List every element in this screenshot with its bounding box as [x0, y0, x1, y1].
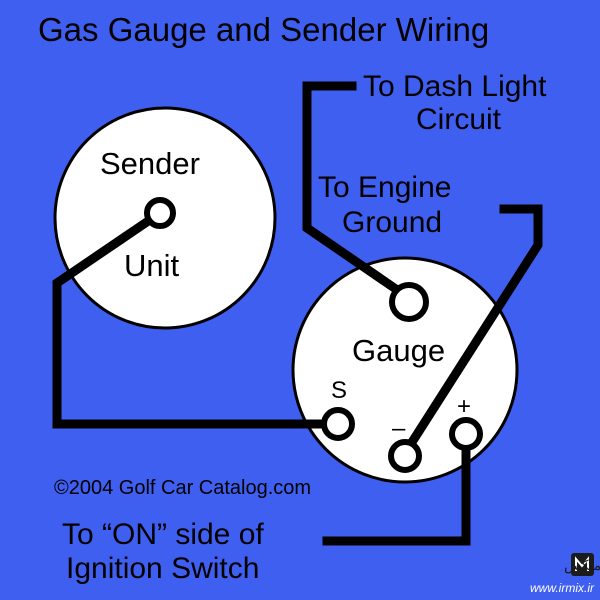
- gauge-terminal-minus: [388, 439, 422, 473]
- watermark: ای ار میکس www.irmix.ir: [530, 553, 600, 595]
- wire-dash-light: [302, 81, 413, 303]
- sender-label-line2: Unit: [124, 248, 180, 283]
- terminal-s-label: S: [331, 377, 347, 404]
- ignition-label-line1: To “ON” side of: [62, 518, 264, 551]
- watermark-url: www.irmix.ir: [530, 581, 595, 595]
- engine-ground-label-line1: To Engine: [318, 171, 451, 204]
- watermark-text: ای ار میکس: [564, 557, 600, 574]
- diagram-title: Gas Gauge and Sender Wiring: [38, 11, 489, 48]
- irmix-logo-glyph: [575, 556, 589, 571]
- gauge-terminal-plus: [449, 417, 483, 451]
- dash-light-label-line2: Circuit: [416, 103, 502, 136]
- terminal-minus-label: –: [392, 415, 406, 442]
- wire-sender-to-s: [52, 206, 343, 429]
- engine-ground-label-line2: Ground: [342, 206, 442, 239]
- copyright-notice: ©2004 Golf Car Catalog.com: [54, 477, 311, 499]
- gauge-terminal-dash: [389, 282, 429, 322]
- gauge-label: Gauge: [352, 333, 445, 368]
- wire-ignition: [322, 427, 471, 546]
- gauge-terminal-s: [321, 407, 355, 441]
- dash-light-label-line1: To Dash Light: [363, 70, 547, 103]
- terminal-plus-label: +: [457, 393, 471, 420]
- sender-label-line1: Sender: [100, 146, 200, 181]
- wire-engine-ground: [400, 204, 543, 457]
- ignition-label-line2: Ignition Switch: [66, 552, 259, 585]
- sender-terminal: [144, 197, 176, 229]
